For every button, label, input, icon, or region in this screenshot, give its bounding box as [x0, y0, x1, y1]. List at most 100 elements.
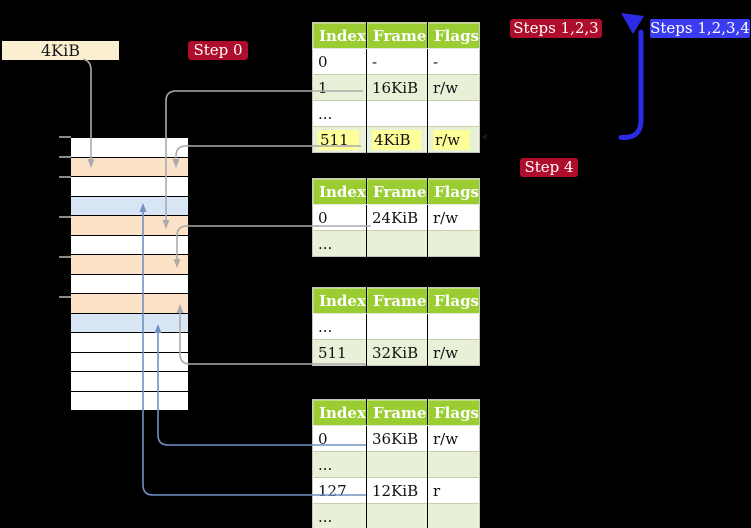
table-row: 0 24KiB r/w — [312, 204, 480, 231]
cell-frame — [366, 451, 428, 478]
cell-frame — [366, 503, 428, 528]
cell-index: ... — [312, 100, 367, 127]
cell-frame — [366, 313, 428, 340]
memory-row-peach — [71, 294, 188, 314]
memory-row-blue — [71, 313, 188, 333]
cell-flags: r/w — [427, 74, 480, 101]
step-4-label: Step 4 — [520, 158, 578, 177]
cell-frame: 24KiB — [366, 204, 428, 231]
memory-row-peach — [71, 216, 188, 236]
column-header-index: Index — [312, 178, 367, 205]
column-header-flags: Flags — [427, 287, 480, 314]
column-header-index: Index — [312, 287, 367, 314]
column-header-index: Index — [312, 399, 367, 426]
table-row-highlighted: 511 4KiB r/w — [312, 126, 480, 153]
column-header-frame: Frame — [366, 287, 428, 314]
page-table-1: Index Frame Flags 0 - - 1 16KiB r/w ... … — [312, 22, 480, 153]
highlight: 511 — [318, 129, 359, 150]
tick-mark — [59, 216, 71, 218]
steps-123-label: Steps 1,2,3 — [510, 19, 602, 38]
cell-flags — [427, 503, 480, 528]
memory-row-white — [71, 352, 188, 372]
cell-flags — [427, 313, 480, 340]
cell-frame: 16KiB — [366, 74, 428, 101]
highlight: 4KiB — [372, 129, 421, 150]
memory-row-peach — [71, 255, 188, 275]
cell-index: 0 — [312, 48, 367, 75]
table-header-row: Index Frame Flags — [312, 399, 480, 426]
cell-index: ... — [312, 503, 367, 528]
cell-flags: r — [427, 477, 480, 504]
table-row: ... — [312, 503, 480, 528]
arrow-steps-1234-loop — [618, 29, 644, 140]
cell-frame: 12KiB — [366, 477, 428, 504]
memory-row-white — [71, 372, 188, 392]
memory-row-white — [71, 333, 188, 353]
cell-flags: r/w — [427, 204, 480, 231]
table-header-row: Index Frame Flags — [312, 178, 480, 205]
cell-index: ... — [312, 313, 367, 340]
table-row: ... — [312, 451, 480, 478]
cell-flags: r/w — [427, 126, 480, 153]
tick-mark — [59, 296, 71, 298]
memory-row-white — [71, 391, 188, 411]
cell-index: 0 — [312, 204, 367, 231]
table-row: 1 16KiB r/w — [312, 74, 480, 101]
cell-index: ... — [312, 451, 367, 478]
page-size-label: 4KiB — [2, 41, 119, 60]
cell-frame — [366, 230, 428, 257]
cell-flags: - — [427, 48, 480, 75]
cell-frame: 36KiB — [366, 425, 428, 452]
cell-flags — [427, 100, 480, 127]
cell-flags: r/w — [427, 425, 480, 452]
table-row: 0 36KiB r/w — [312, 425, 480, 452]
memory-row-blue — [71, 196, 188, 216]
highlight: r/w — [433, 129, 471, 150]
memory-row-peach — [71, 157, 188, 177]
column-header-flags: Flags — [427, 178, 480, 205]
cell-index: 1 — [312, 74, 367, 101]
cell-frame: 32KiB — [366, 339, 428, 366]
cell-index: ... — [312, 230, 367, 257]
memory-row-white — [71, 177, 188, 197]
column-header-frame: Frame — [366, 22, 428, 49]
table-header-row: Index Frame Flags — [312, 22, 480, 49]
table-row: ... — [312, 230, 480, 257]
table-header-row: Index Frame Flags — [312, 287, 480, 314]
cell-index: 511 — [312, 126, 367, 153]
cell-index: 0 — [312, 425, 367, 452]
table-row: 511 32KiB r/w — [312, 339, 480, 366]
page-table-2: Index Frame Flags 0 24KiB r/w ... — [312, 178, 480, 257]
memory-row-white — [71, 138, 188, 158]
step-0-label: Step 0 — [188, 41, 248, 60]
arrowhead-upleft-icon — [621, 13, 644, 34]
cell-frame: - — [366, 48, 428, 75]
page-table-4: Index Frame Flags 0 36KiB r/w ... 127 12… — [312, 399, 480, 528]
cell-index: 127 — [312, 477, 367, 504]
column-header-index: Index — [312, 22, 367, 49]
column-header-flags: Flags — [427, 22, 480, 49]
memory-row-white — [71, 274, 188, 294]
cell-frame: 4KiB — [366, 126, 428, 153]
cell-index: 511 — [312, 339, 367, 366]
memory-stack — [70, 137, 189, 411]
cell-flags — [427, 230, 480, 257]
table-row: 127 12KiB r — [312, 477, 480, 504]
table-row: 0 - - — [312, 48, 480, 75]
tick-mark — [59, 176, 71, 178]
tick-mark — [59, 256, 71, 258]
page-table-3: Index Frame Flags ... 511 32KiB r/w — [312, 287, 480, 366]
table-row: ... — [312, 313, 480, 340]
tick-mark — [59, 136, 71, 138]
column-header-frame: Frame — [366, 399, 428, 426]
table-row: ... — [312, 100, 480, 127]
cell-frame — [366, 100, 428, 127]
memory-row-white — [71, 235, 188, 255]
cell-flags — [427, 451, 480, 478]
hidden-black-arrowhead-icon — [481, 133, 487, 141]
steps-1234-label: Steps 1,2,3,4 — [650, 19, 750, 38]
cell-flags: r/w — [427, 339, 480, 366]
tick-mark — [59, 156, 71, 158]
column-header-frame: Frame — [366, 178, 428, 205]
